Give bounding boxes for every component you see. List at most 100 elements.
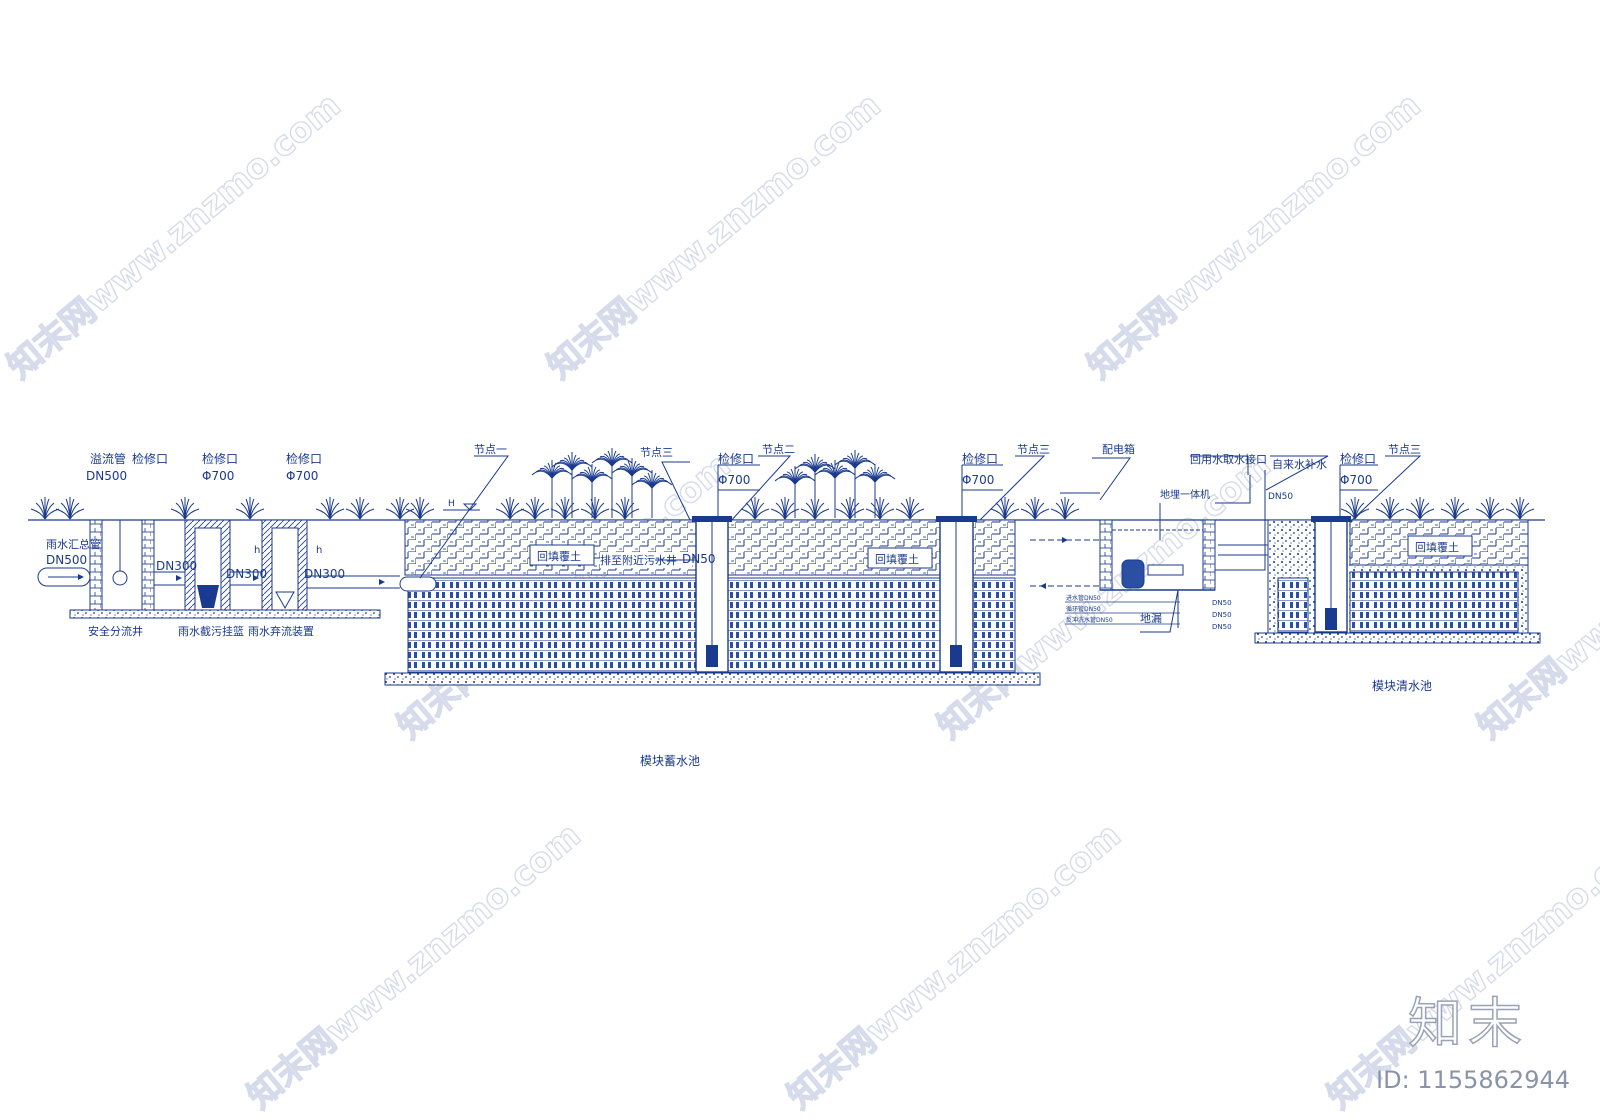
grass-blade	[249, 502, 260, 520]
labels-left: 溢流管 DN500 检修口 检修口 Φ700 检修口 Φ700 雨水汇总管 DN…	[46, 451, 345, 638]
equipment-room-wall-left	[1099, 519, 1113, 591]
palm-frond	[591, 474, 613, 483]
grass-blade	[1064, 502, 1075, 520]
watermark-3: 知末网www.znzmo.com	[1080, 85, 1429, 387]
grass-blade	[879, 508, 895, 520]
label-safety-diversion-well: 安全分流井	[88, 624, 143, 638]
clear-tank-modules-left	[1277, 577, 1309, 633]
grass-blade	[249, 508, 265, 520]
grass-blade	[865, 508, 881, 520]
label-rain-basket: 雨水截污挂篮	[178, 624, 244, 638]
grass-blade	[835, 508, 851, 520]
label-dn50-right: DN50	[1268, 492, 1293, 502]
label-node-one: 节点一	[474, 443, 507, 456]
label-rain-abandon: 雨水弃流装置	[248, 624, 314, 638]
clear-tank-section	[1254, 455, 1541, 644]
grass-blade	[520, 508, 536, 520]
grass-blade	[580, 508, 596, 520]
grass-blade	[30, 508, 46, 520]
label-storage-tank: 模块蓄水池	[640, 754, 700, 768]
storage-modules-right	[972, 577, 1016, 673]
grass-blade	[399, 502, 410, 520]
label-legend-a: 进水管DN50	[1066, 594, 1101, 602]
palm-frond	[551, 470, 573, 479]
grass-blade	[564, 502, 575, 520]
label-h-2: h	[316, 545, 322, 556]
grass-blade	[784, 508, 800, 520]
label-backfill-1: 回填覆土	[537, 549, 581, 563]
grass-blade	[990, 508, 1006, 520]
grass-blade	[509, 508, 525, 520]
grass-blade	[1519, 508, 1535, 520]
label-integrated-unit: 地埋一体机	[1160, 488, 1210, 501]
grass-blade	[495, 508, 511, 520]
grass-blade	[1375, 508, 1391, 520]
grass-blade	[1064, 508, 1080, 520]
grass-blade	[1419, 508, 1435, 520]
backfill-box-2	[867, 547, 933, 569]
label-backfill-2: 回填覆土	[875, 552, 919, 566]
label-dn50-small-3: DN50	[1212, 623, 1232, 631]
grass-blade	[345, 508, 361, 520]
grass-blade	[359, 508, 375, 520]
label-phi700-2: Φ700	[286, 469, 318, 483]
label-phi700-4: Φ700	[962, 473, 994, 487]
grass-blade	[69, 502, 80, 520]
plant-row	[30, 496, 1535, 520]
diversion-well-wall-left	[89, 519, 103, 611]
brand-logo: 知末	[1407, 991, 1528, 1056]
backfill-box-3	[1407, 535, 1473, 557]
grass-blade	[1034, 502, 1045, 520]
grass-blade	[624, 502, 635, 520]
label-reuse-water-inlet: 回用水取水接口	[1190, 453, 1267, 466]
label-node-two: 节点二	[762, 443, 795, 456]
leader-node-three-b	[979, 455, 1046, 521]
grass-blade	[509, 502, 520, 520]
grass-blade	[800, 508, 816, 520]
backfill-box-1	[529, 544, 595, 566]
label-rain-main-dn: DN500	[46, 553, 87, 567]
grass-blade	[1454, 508, 1470, 520]
grass-blade	[849, 502, 860, 520]
grass-blade	[1389, 502, 1400, 520]
grass-blade	[1519, 502, 1530, 520]
label-node-three-a: 节点三	[640, 446, 673, 459]
grass-blade	[399, 508, 415, 520]
grass-blade	[534, 508, 550, 520]
label-dn300-2: DN300	[226, 567, 267, 581]
grass-blade	[184, 502, 195, 520]
leader-node-one	[419, 455, 509, 579]
clear-tank-modules-right	[1349, 571, 1519, 633]
label-rain-main-pipe: 雨水汇总管	[46, 537, 101, 551]
label-node-three-c: 节点三	[1388, 443, 1421, 456]
grass-blade	[1004, 508, 1020, 520]
grass-blade	[849, 508, 865, 520]
diversion-well-wall-right	[141, 519, 155, 611]
grass-blade	[419, 502, 430, 520]
grass-blade	[624, 508, 640, 520]
grass-blade	[1475, 508, 1491, 520]
label-legend-c: 反冲洗水管DN50	[1066, 616, 1113, 624]
grass-blade	[784, 502, 795, 520]
label-phi700-3: Φ700	[718, 473, 750, 487]
palm-frond	[794, 476, 816, 485]
tall-plant-clusters	[531, 448, 896, 518]
grass-blade	[385, 508, 401, 520]
label-floor-drain: 地漏	[1140, 612, 1162, 625]
label-phi700-1: Φ700	[202, 469, 234, 483]
label-phi700-5: Φ700	[1340, 473, 1372, 487]
watermark-7: 知末网www.znzmo.com	[240, 815, 589, 1117]
label-H-water-level: H	[448, 499, 455, 509]
leader-floor-drain	[1140, 589, 1179, 633]
label-dn50-center: DN50	[682, 552, 716, 566]
leader-node-two	[729, 455, 792, 523]
drawing-id-text: ID: 1155862944	[1376, 1066, 1570, 1094]
grass-blade	[170, 508, 186, 520]
palm-frond	[611, 458, 633, 467]
label-distribution-box: 配电箱	[1102, 442, 1135, 456]
grass-blade	[1419, 502, 1430, 520]
grass-blade	[359, 502, 370, 520]
grass-blade	[1004, 502, 1015, 520]
grass-blade	[564, 508, 580, 520]
equipment-room-section	[1030, 455, 1329, 633]
